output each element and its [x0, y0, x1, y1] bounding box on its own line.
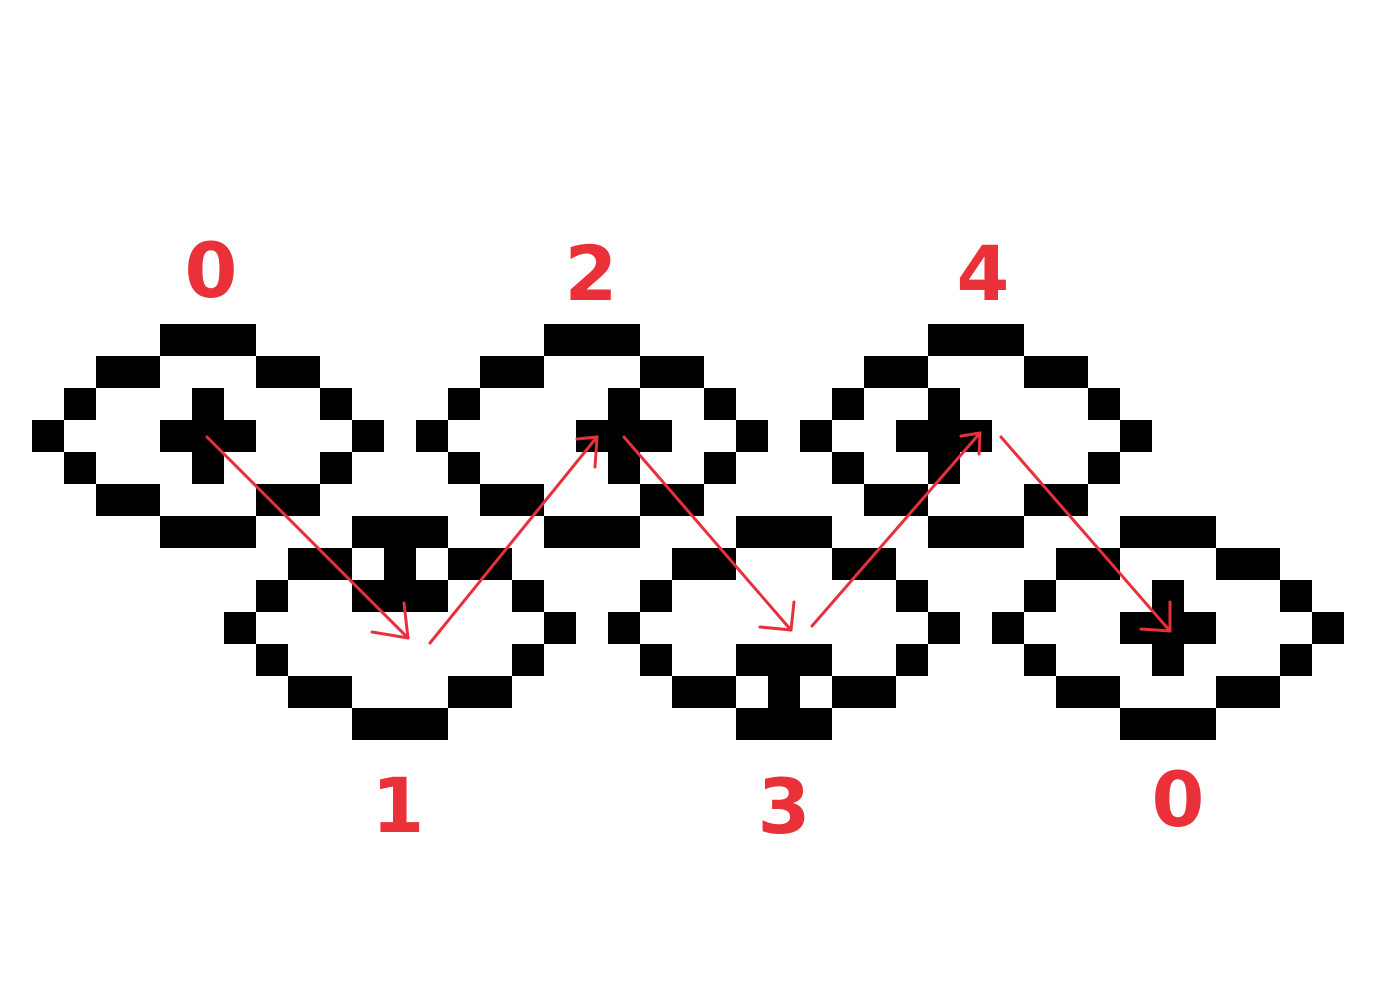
step-label-1: 1 [372, 761, 425, 850]
cross-mark-0-repeat [1120, 580, 1216, 676]
step-label-3: 3 [758, 762, 811, 851]
motif-2 [416, 324, 768, 548]
motif-0-repeat [992, 516, 1344, 740]
cross-mark-3 [736, 644, 832, 740]
arrow-4-to-0 [999, 435, 1172, 633]
step-label-0: 0 [185, 226, 238, 315]
step-label-0-repeat: 0 [1152, 755, 1205, 844]
arrow-3-to-4 [810, 431, 982, 628]
arrow-1-to-2 [428, 435, 599, 645]
step-label-4: 4 [957, 229, 1010, 318]
motif-3 [608, 516, 960, 740]
step-label-2: 2 [565, 229, 618, 318]
arrow-0-to-1 [205, 435, 410, 640]
arrow-2-to-3 [622, 435, 796, 632]
cross-mark-2 [576, 388, 672, 484]
